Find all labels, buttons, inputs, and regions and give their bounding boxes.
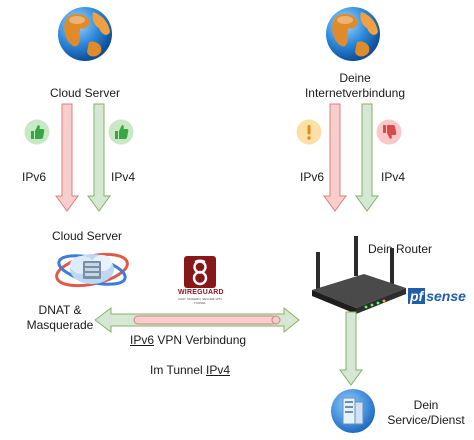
cloud-server-icon (55, 252, 129, 288)
thumbs-down-icon (376, 119, 402, 145)
tunnel-inner-ipv4: IPv4 (206, 363, 231, 377)
pfsense-pf: pf (408, 288, 426, 304)
right-ipv4-label: IPv4 (381, 170, 406, 184)
router-icon (312, 236, 406, 314)
right-ipv4-arrow (355, 103, 379, 212)
globe-icon (58, 7, 112, 61)
vpn-label: IPv6 VPN Verbindung (130, 333, 246, 348)
nat-label-line1: DNAT & (38, 303, 82, 317)
tunnel-inner-label: Im Tunnel IPv4 (150, 363, 230, 378)
tunnel-inner-prefix: Im Tunnel (150, 363, 207, 377)
router-to-service-arrow (339, 311, 363, 386)
right-ipv6-arrow (323, 103, 347, 212)
vpn-label-rest: VPN Verbindung (154, 333, 247, 347)
left-ipv6-arrow (55, 103, 79, 212)
wireguard-wordmark: WIREGUARD (178, 289, 224, 296)
wireguard-dragon-icon (184, 256, 216, 288)
thumbs-up-icon (24, 119, 50, 145)
router-label: Dein Router (368, 242, 433, 256)
right-title-line1: Deine (339, 71, 371, 85)
service-icon (331, 389, 375, 433)
left-ipv6-label: IPv6 (22, 170, 47, 184)
right-ipv6-label: IPv6 (300, 170, 325, 184)
vpn-tunnel-arrow (94, 306, 300, 334)
left-ipv4-label: IPv4 (111, 170, 136, 184)
left-title: Cloud Server (49, 86, 121, 100)
service-label-line2: Service/Dienst (387, 413, 465, 427)
globe-icon (326, 7, 380, 61)
thumbs-up-icon (108, 119, 134, 145)
wireguard-tagline: FAST, MODERN, SECURE VPN TUNNEL (178, 297, 222, 305)
service-label-line1: Dein (413, 398, 439, 412)
cloud-server-label: Cloud Server (51, 229, 123, 243)
right-title-line2: Internetverbindung (304, 86, 406, 100)
left-ipv4-arrow (87, 103, 111, 212)
nat-label-line2: Masquerade (26, 318, 94, 332)
wireguard-logo: WIREGUARD FAST, MODERN, SECURE VPN TUNNE… (178, 256, 224, 305)
vpn-label-ipv6: IPv6 (130, 333, 155, 347)
warning-icon (296, 119, 322, 145)
pfsense-sense: sense (426, 288, 466, 304)
